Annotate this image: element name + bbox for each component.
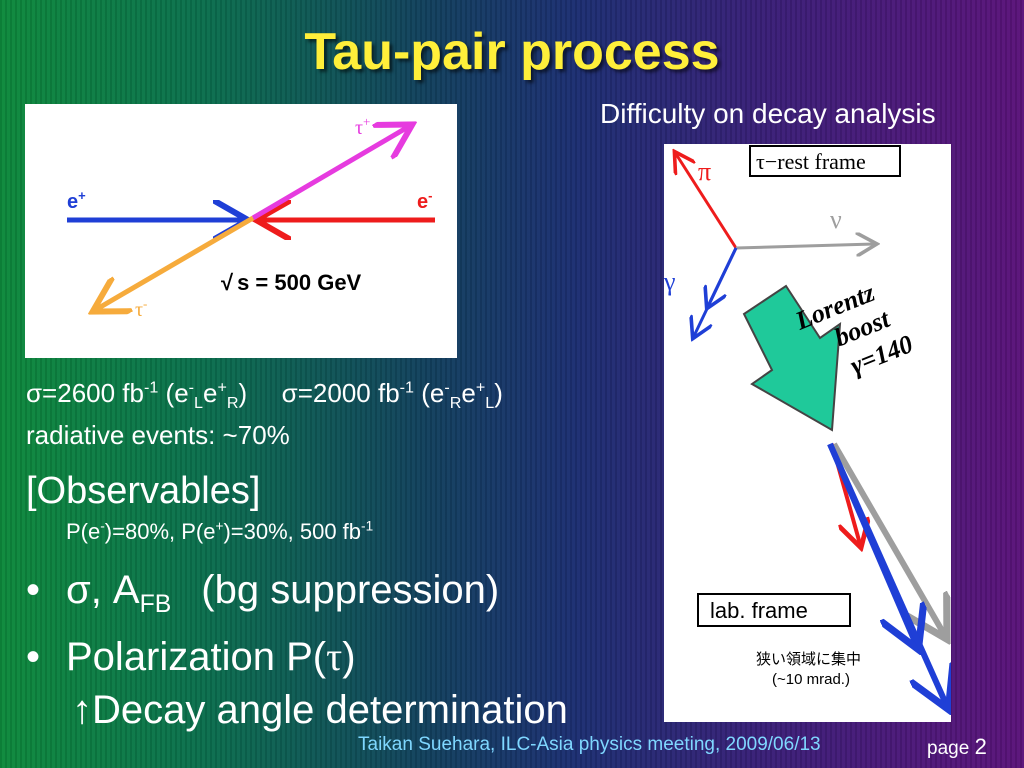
xsec1-p: e bbox=[203, 378, 218, 408]
lorentz-boost-arrow bbox=[742, 284, 842, 432]
bullet-cross-section: • σ, AFB (bg suppression) bbox=[26, 568, 500, 617]
slide-title: Tau-pair process bbox=[304, 23, 720, 81]
tau-minus-arrow bbox=[97, 215, 255, 309]
xsec2-exp: -1 bbox=[399, 378, 414, 397]
tau-plus-label: τ+ bbox=[355, 114, 370, 139]
page-number: 2 bbox=[974, 734, 987, 759]
xsec1-p-sub: R bbox=[226, 394, 239, 413]
xsec2-open: (e bbox=[413, 378, 445, 408]
xsec2-p-sup: + bbox=[475, 378, 486, 397]
bullet-marker: • bbox=[26, 568, 41, 612]
b1-sub: FB bbox=[139, 591, 172, 618]
xsec1-p-sup: + bbox=[217, 378, 227, 397]
decay-frame-diagram: τ−rest frame π ν γ Lorentz boost γ=140 l… bbox=[663, 144, 951, 722]
gamma-arrow-lab-2 bbox=[827, 442, 946, 704]
mrad-note: (~10 mrad.) bbox=[772, 671, 850, 688]
xsec2-p: e bbox=[461, 378, 476, 408]
xsec2-e-sup: - bbox=[444, 378, 450, 397]
b3-text: Decay angle determination bbox=[92, 688, 568, 732]
lab-frame-label: lab. frame bbox=[710, 598, 808, 623]
e-minus-label: e- bbox=[417, 188, 432, 213]
xsec1-exp: -1 bbox=[143, 378, 159, 397]
cond-c: )=30%, 500 fb bbox=[223, 519, 362, 544]
page-indicator: page 2 bbox=[927, 734, 987, 760]
xsec1-e-sub: L bbox=[194, 394, 203, 413]
b2-tau: τ bbox=[326, 634, 343, 679]
xsec1-prefix: σ=2600 fb bbox=[26, 378, 144, 408]
observables-conditions: P(e-)=80%, P(e+)=30%, 500 fb-1 bbox=[66, 519, 373, 545]
nu-label: ν bbox=[830, 205, 842, 234]
b1-suffix: (bg suppression) bbox=[201, 568, 500, 612]
tau-minus-label: τ- bbox=[135, 296, 147, 321]
concentration-note: 狭い領域に集中 bbox=[756, 651, 861, 668]
nu-arrow-rest bbox=[735, 244, 874, 248]
cross-section-line: σ=2600 fb-1 (e-Le+R) σ=2000 fb-1 (e-Re+L… bbox=[26, 378, 503, 413]
cond-b-sup: + bbox=[215, 518, 224, 534]
footer-credit: Taikan Suehara, ILC-Asia physics meeting… bbox=[358, 734, 821, 755]
xsec2-e-sub: R bbox=[449, 394, 462, 413]
bullet-marker: • bbox=[26, 635, 41, 679]
gamma-label: γ bbox=[664, 267, 676, 296]
pi-arrow-rest bbox=[676, 154, 738, 249]
xsec1-close: ) bbox=[238, 378, 248, 408]
rest-frame-box bbox=[749, 145, 901, 177]
lab-frame-box bbox=[697, 593, 851, 627]
slide-subtitle: Difficulty on decay analysis bbox=[600, 98, 936, 129]
e-plus-label: e+ bbox=[67, 188, 86, 213]
rest-frame-label: τ−rest frame bbox=[756, 149, 866, 174]
gamma-arrow-rest-2 bbox=[708, 247, 738, 306]
cond-a: P(e bbox=[66, 519, 101, 544]
xsec1-open: (e bbox=[158, 378, 189, 408]
cond-a-sup: - bbox=[100, 518, 105, 534]
decay-frame-diagram-svg: τ−rest frame π ν γ Lorentz boost γ=140 l… bbox=[663, 145, 951, 722]
observables-heading: [Observables] bbox=[26, 470, 261, 512]
xsec2-p-sub: L bbox=[485, 394, 495, 413]
up-arrow-icon: ↑ bbox=[72, 688, 92, 732]
b2-close: ) bbox=[342, 635, 356, 679]
b2-text: Polarization P( bbox=[66, 635, 327, 679]
decay-angle-line: ↑Decay angle determination bbox=[72, 688, 568, 733]
b1-text: σ, A bbox=[66, 568, 140, 612]
radiative-events: radiative events: ~70% bbox=[26, 420, 290, 450]
xsec1-e-sup: - bbox=[188, 378, 195, 397]
cond-b: )=80%, P(e bbox=[104, 519, 216, 544]
energy-label: √s = 500 GeV bbox=[221, 270, 362, 295]
xsec2-close: ) bbox=[494, 378, 503, 408]
bullet-polarization: • Polarization P(τ) bbox=[26, 633, 356, 680]
pi-label: π bbox=[698, 157, 711, 186]
xsec2-prefix: σ=2000 fb bbox=[281, 378, 400, 408]
tau-plus-arrow bbox=[251, 127, 408, 221]
tau-pair-diagram: e+ e- τ+ τ- √s = 500 GeV bbox=[25, 104, 457, 358]
page-label: page bbox=[927, 738, 970, 759]
cond-c-sup: -1 bbox=[361, 518, 374, 534]
tau-pair-diagram-svg: e+ e- τ+ τ- √s = 500 GeV bbox=[67, 114, 435, 321]
